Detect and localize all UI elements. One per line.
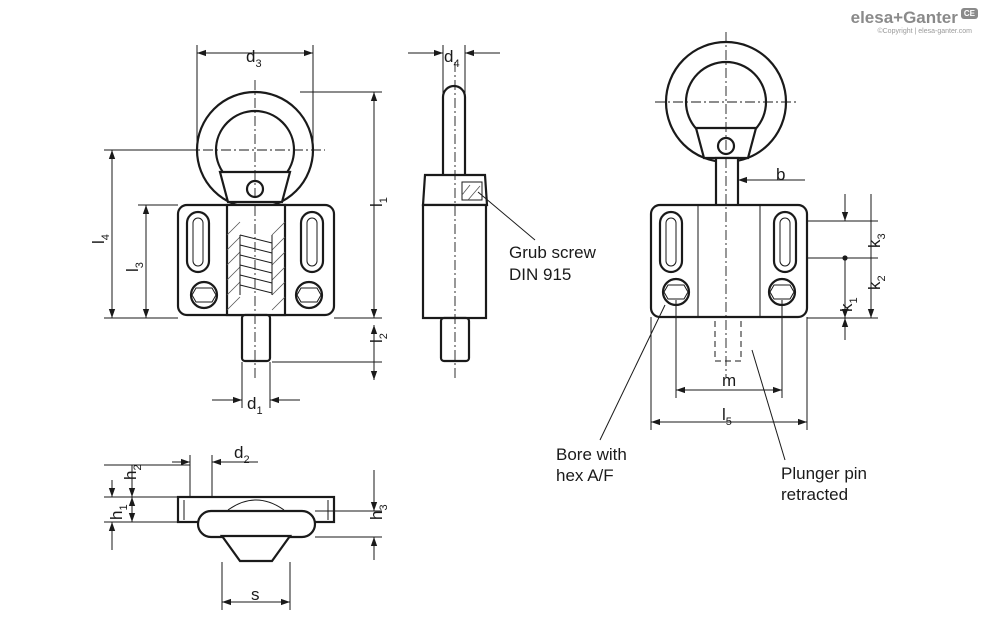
brand-name: elesa+Ganter [850,8,958,27]
label-h2: h2 [121,464,144,480]
label-l1: l1 [367,197,390,207]
rear-slot-left [658,210,684,274]
label-b: b [776,165,785,184]
label-d4: d4 [444,47,460,70]
grub-screw-note-2: DIN 915 [509,265,571,284]
top-knob [219,534,293,563]
label-d1: d1 [247,394,263,417]
label-l4: l4 [89,234,112,244]
front-view [176,80,336,378]
hex-nut-left [189,280,219,310]
label-l3: l3 [123,262,146,272]
plunger-leader [751,349,786,461]
rear-view [649,32,809,378]
slot-left [185,210,211,274]
side-dimensions: d4 Grub screw DIN 915 [408,45,597,284]
front-dimensions: d3 l4 l3 l1 l2 d1 [89,45,390,417]
label-h1: h1 [107,504,130,520]
bore-note-2: hex A/F [556,466,614,485]
copyright-text: ©Copyright | elesa-ganter.com [877,28,972,35]
side-body [421,203,488,320]
rear-stem [714,156,740,208]
slot-right [299,210,325,274]
retracted-pin [714,316,742,362]
label-s: s [251,585,260,604]
label-l2: l2 [367,333,390,343]
label-l5: l5 [722,405,732,428]
label-k2: k2 [865,275,888,290]
top-dimensions: h2 d2 h1 h3 s [104,443,390,610]
grub-screw-leader [477,191,536,241]
top-ring [196,509,317,539]
label-d3: d3 [246,47,262,70]
label-k1: k1 [837,297,860,312]
plunger-note-1: Plunger pin [781,464,867,483]
label-m: m [722,371,736,390]
label-h3: h3 [367,504,390,520]
label-k3: k3 [865,233,888,248]
rear-dimensions: b k3 k2 k1 m l5 Bore with hex A/F Plunge… [556,165,888,504]
plunger-pin [240,313,272,363]
ring-edge [441,84,467,188]
brand-badge: CE [960,8,978,19]
spring [239,234,273,294]
top-view [176,495,336,563]
plunger-note-2: retracted [781,485,848,504]
label-d2: d2 [234,443,250,466]
hex-nut-right [294,280,324,310]
rear-slot-right [772,210,798,274]
grub-screw-note-1: Grub screw [509,243,597,262]
bore-leader [599,304,666,441]
bore-note-1: Bore with [556,445,627,464]
center-section [225,203,287,317]
side-view [421,62,489,378]
